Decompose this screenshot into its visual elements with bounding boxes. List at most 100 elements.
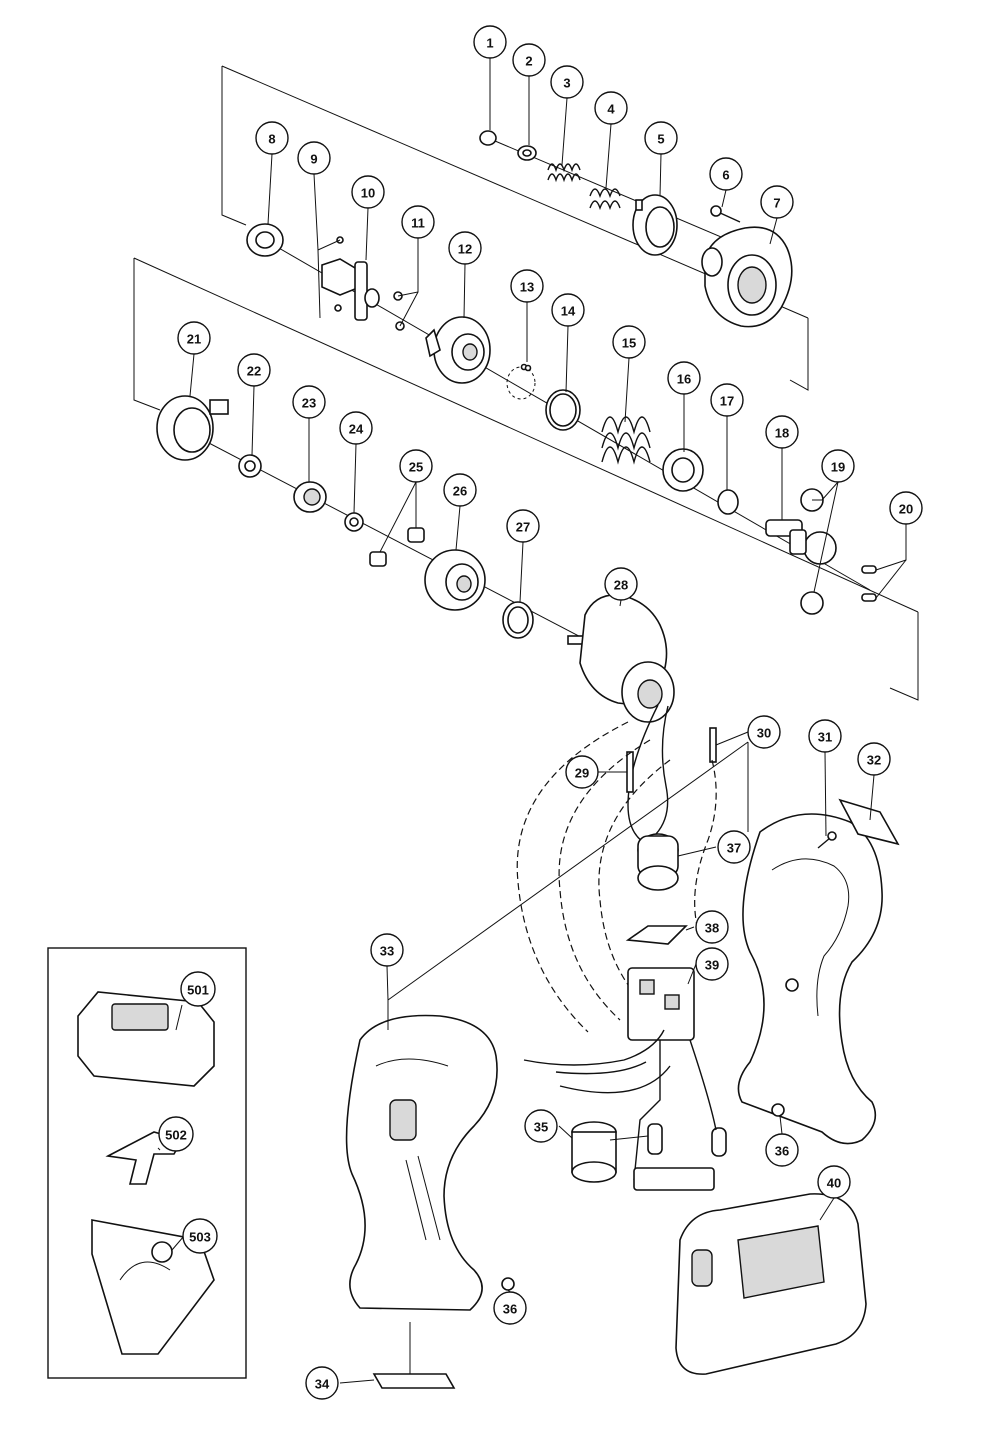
callout-25: 25 xyxy=(399,449,433,483)
callout-circle xyxy=(808,719,842,753)
part-33-housing-set xyxy=(345,1014,498,1311)
callout-2: 2 xyxy=(512,43,546,77)
callout-circle xyxy=(765,1133,799,1167)
switch-harness-wires xyxy=(523,1029,671,1094)
part-8-washer xyxy=(246,223,284,257)
callout-label: 8 xyxy=(268,132,275,147)
callout-circle xyxy=(448,231,482,265)
callout-16: 16 xyxy=(667,361,701,395)
callout-label: 24 xyxy=(349,422,364,437)
callout-1: 1 xyxy=(473,25,507,59)
callout-6: 6 xyxy=(709,157,743,191)
callout-circle xyxy=(255,121,289,155)
callout-label: 36 xyxy=(503,1302,517,1317)
callout-circle xyxy=(612,325,646,359)
part-32-label xyxy=(838,798,900,846)
callout-label: 502 xyxy=(165,1128,187,1143)
callout-circle xyxy=(237,353,271,387)
housing-right xyxy=(737,813,883,1145)
callout-layer: 1234567891011121314151617181920212223242… xyxy=(158,25,923,1400)
callout-label: 10 xyxy=(361,186,375,201)
callout-9: 9 xyxy=(297,141,331,175)
callout-label: 5 xyxy=(657,132,664,147)
part-37-core xyxy=(637,833,679,891)
callout-label: 15 xyxy=(622,336,636,351)
callout-32: 32 xyxy=(857,742,891,776)
part-34-label xyxy=(372,1322,456,1389)
callout-label: 28 xyxy=(614,578,628,593)
callout-circle xyxy=(292,385,326,419)
callout-28: 28 xyxy=(604,567,638,601)
leader-lines xyxy=(157,58,907,1384)
part-3-spring xyxy=(547,163,581,183)
callout-24: 24 xyxy=(339,411,373,445)
callout-11: 11 xyxy=(401,205,435,239)
callout-circle xyxy=(177,321,211,355)
callout-26: 26 xyxy=(443,473,477,507)
callout-circle xyxy=(551,293,585,327)
callout-circle xyxy=(297,141,331,175)
callout-label: 35 xyxy=(534,1120,548,1135)
callout-circle xyxy=(747,715,781,749)
callout-circle xyxy=(512,43,546,77)
callout-circle xyxy=(817,1165,851,1199)
callout-36b: 36 xyxy=(765,1133,799,1167)
callout-circle xyxy=(695,947,729,981)
callout-label: 38 xyxy=(705,921,719,936)
callout-label: 32 xyxy=(867,753,881,768)
part-7-hammer-case xyxy=(701,226,793,328)
callout-12: 12 xyxy=(448,231,482,265)
callout-circle xyxy=(765,415,799,449)
callout-label: 501 xyxy=(187,983,209,998)
accessory-inset-box xyxy=(47,947,247,1379)
part-10-anvil xyxy=(321,258,380,321)
part-38-button xyxy=(625,925,688,945)
callout-20: 20 xyxy=(889,491,923,525)
callout-38: 38 xyxy=(695,910,729,944)
part-24-washer xyxy=(344,512,364,532)
callout-22: 22 xyxy=(237,353,271,387)
callout-label: 13 xyxy=(520,280,534,295)
callout-circle xyxy=(305,1366,339,1400)
callout-circle xyxy=(351,175,385,209)
callout-label: 22 xyxy=(247,364,261,379)
callout-label: 33 xyxy=(380,944,394,959)
callout-label: 17 xyxy=(720,394,734,409)
callout-label: 25 xyxy=(409,460,423,475)
part-23-ball-bearing xyxy=(293,481,327,513)
part-5-sleeve xyxy=(632,194,678,256)
callout-circle xyxy=(857,742,891,776)
callout-17: 17 xyxy=(710,383,744,417)
callout-37: 37 xyxy=(717,830,751,864)
part-26-inner-cover xyxy=(424,549,486,611)
callout-label: 26 xyxy=(453,484,467,499)
callout-label: 9 xyxy=(310,152,317,167)
callout-label: 12 xyxy=(458,242,472,257)
callout-label: 7 xyxy=(773,196,780,211)
callout-label: 37 xyxy=(727,841,741,856)
callout-circle xyxy=(889,491,923,525)
callout-circle xyxy=(443,473,477,507)
callout-circle xyxy=(182,1218,218,1254)
callout-15: 15 xyxy=(612,325,646,359)
callout-circle xyxy=(399,449,433,483)
callout-34: 34 xyxy=(305,1366,339,1400)
callout-circle xyxy=(604,567,638,601)
callout-label: 19 xyxy=(831,460,845,475)
callout-label: 14 xyxy=(561,304,576,319)
callout-31: 31 xyxy=(808,719,842,753)
part-27-washer xyxy=(502,601,534,639)
callout-circle xyxy=(644,121,678,155)
callout-label: 27 xyxy=(516,520,530,535)
part-14-washer xyxy=(545,389,581,431)
part-11-steel-balls xyxy=(393,291,405,331)
part-20-needle-pins xyxy=(861,565,877,602)
callout-33: 33 xyxy=(370,933,404,967)
callout-label: 39 xyxy=(705,958,719,973)
assembly-outline-lower xyxy=(133,257,919,701)
callout-39: 39 xyxy=(695,947,729,981)
callout-circle xyxy=(594,91,628,125)
callout-label: 1 xyxy=(486,36,493,51)
assembly-outline-upper xyxy=(221,65,809,391)
